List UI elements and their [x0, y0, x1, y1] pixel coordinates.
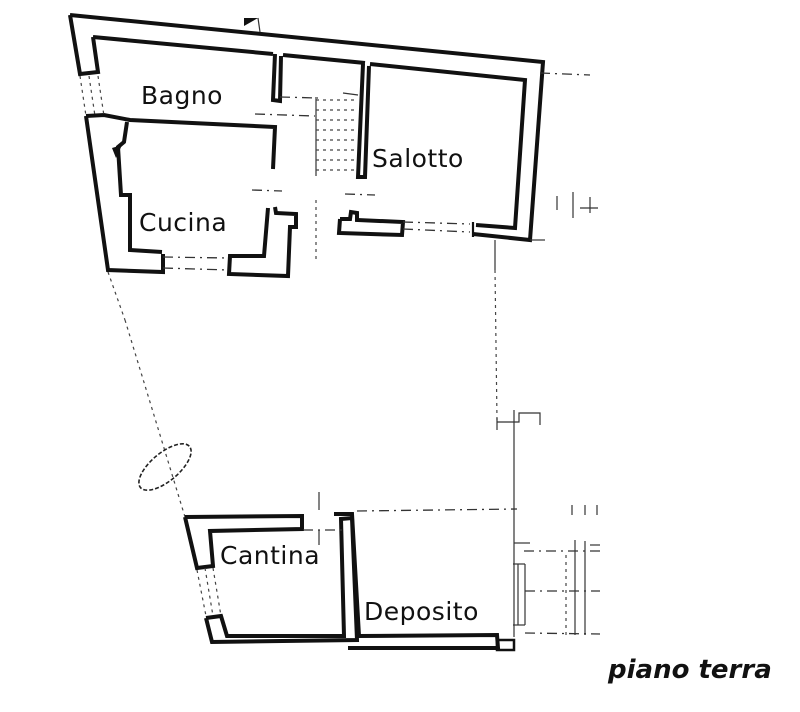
- floor-title: piano terra: [608, 655, 772, 685]
- north-arrow-icon: [244, 18, 258, 26]
- room-label-cantina: Cantina: [220, 541, 320, 570]
- room-label-deposito: Deposito: [364, 597, 479, 626]
- upper-building: [68, 13, 598, 321]
- lower-building: [183, 410, 601, 652]
- stair-icon: [315, 92, 359, 176]
- room-label-bagno: Bagno: [141, 81, 223, 110]
- room-label-salotto: Salotto: [372, 144, 464, 173]
- room-label-cucina: Cucina: [139, 208, 227, 237]
- tree-icon: [138, 443, 192, 491]
